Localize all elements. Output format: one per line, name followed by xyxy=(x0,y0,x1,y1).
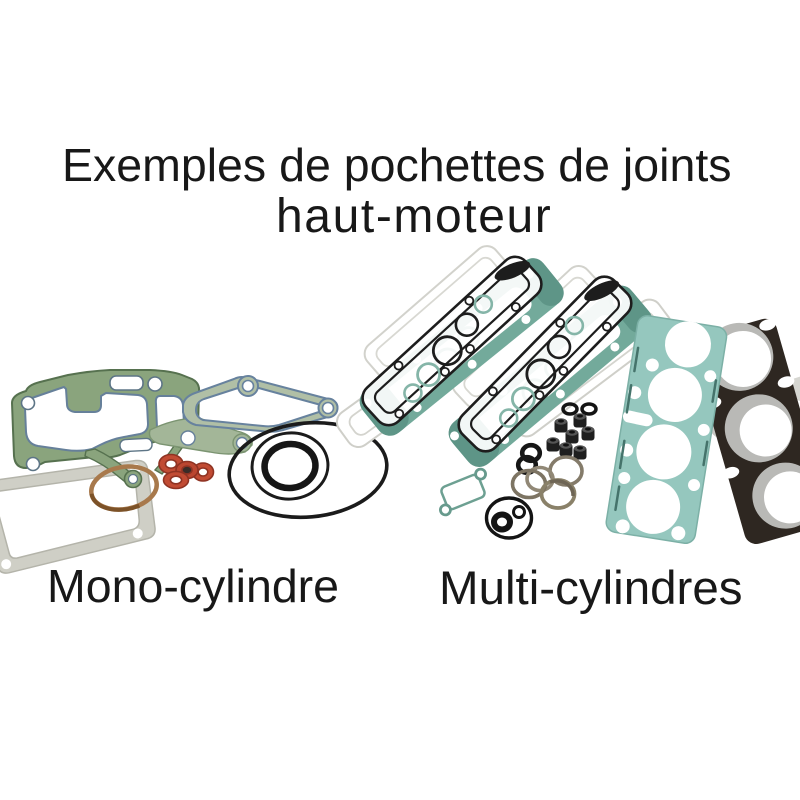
svg-text:Multi-cylindres: Multi-cylindres xyxy=(439,562,743,615)
svg-text:Exemples de pochettes de joint: Exemples de pochettes de joints xyxy=(62,139,731,191)
svg-text:Mono-cylindre: Mono-cylindre xyxy=(47,560,339,612)
svg-text:haut-moteur: haut-moteur xyxy=(276,190,552,243)
